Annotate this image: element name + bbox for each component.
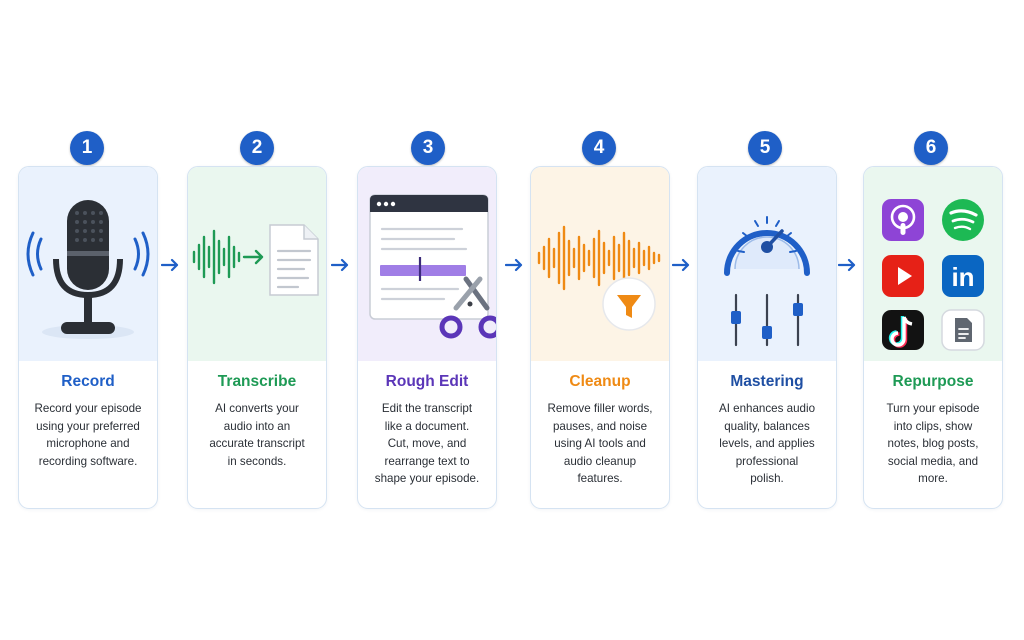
arrow-right-icon: [505, 258, 523, 272]
step-title: Transcribe: [217, 373, 297, 390]
arrow-right-icon: [331, 258, 349, 272]
step-card: Cleanup Remove filler words, pauses, and…: [530, 166, 670, 509]
card-illustration: [358, 167, 496, 361]
waveform-filter-icon: [537, 225, 661, 331]
gauge-sliders-icon: [724, 216, 810, 347]
step-title: Cleanup: [569, 373, 631, 390]
card-illustration: [19, 167, 157, 361]
linkedin-icon: in: [942, 255, 984, 297]
arrow-right-icon: [161, 258, 179, 272]
step-description: AI enhances audio quality, balances leve…: [718, 402, 816, 486]
step-card: Mastering AI enhances audio quality, bal…: [697, 166, 837, 509]
document-scissors-icon: [369, 194, 496, 339]
step-number-badge: 6: [914, 131, 948, 165]
step-title: Record: [61, 373, 115, 390]
step-description: Turn your episode into clips, show notes…: [886, 402, 980, 486]
step-title: Repurpose: [892, 373, 974, 390]
step-card: Transcribe AI converts your audio into a…: [187, 166, 327, 509]
step-description: Edit the transcript like a document. Cut…: [374, 402, 480, 486]
arrow-right-icon: [672, 258, 690, 272]
card-illustration: [698, 167, 836, 361]
step-description: Remove filler words, pauses, and noise u…: [547, 402, 653, 486]
platform-grid-icon: in: [882, 199, 985, 351]
document-icon: [941, 309, 985, 351]
microphone-icon: [26, 200, 150, 339]
step-number-badge: 4: [582, 131, 616, 165]
card-illustration: [188, 167, 326, 361]
card-illustration: in: [864, 167, 1002, 361]
step-card: Rough Edit Edit the transcript like a do…: [357, 166, 497, 509]
step-description: AI converts your audio into an accurate …: [209, 402, 305, 468]
step-title: Mastering: [730, 373, 804, 390]
scissors-icon: [439, 276, 496, 339]
podcasts-icon: [882, 199, 924, 241]
step-title: Rough Edit: [385, 373, 469, 390]
step-card: in Repurpose: [863, 166, 1003, 509]
spotify-icon: [942, 199, 984, 241]
step-number-badge: 5: [748, 131, 782, 165]
card-illustration: [531, 167, 669, 361]
waveform-to-document-icon: [192, 224, 319, 296]
step-number-badge: 2: [240, 131, 274, 165]
arrow-right-icon: [838, 258, 856, 272]
youtube-icon: [882, 255, 924, 297]
tiktok-icon: [882, 310, 924, 350]
step-number-badge: 3: [411, 131, 445, 165]
step-number-badge: 1: [70, 131, 104, 165]
svg-text:in: in: [951, 262, 974, 292]
step-card: Record Record your episode using your pr…: [18, 166, 158, 509]
step-description: Record your episode using your preferred…: [34, 402, 142, 468]
